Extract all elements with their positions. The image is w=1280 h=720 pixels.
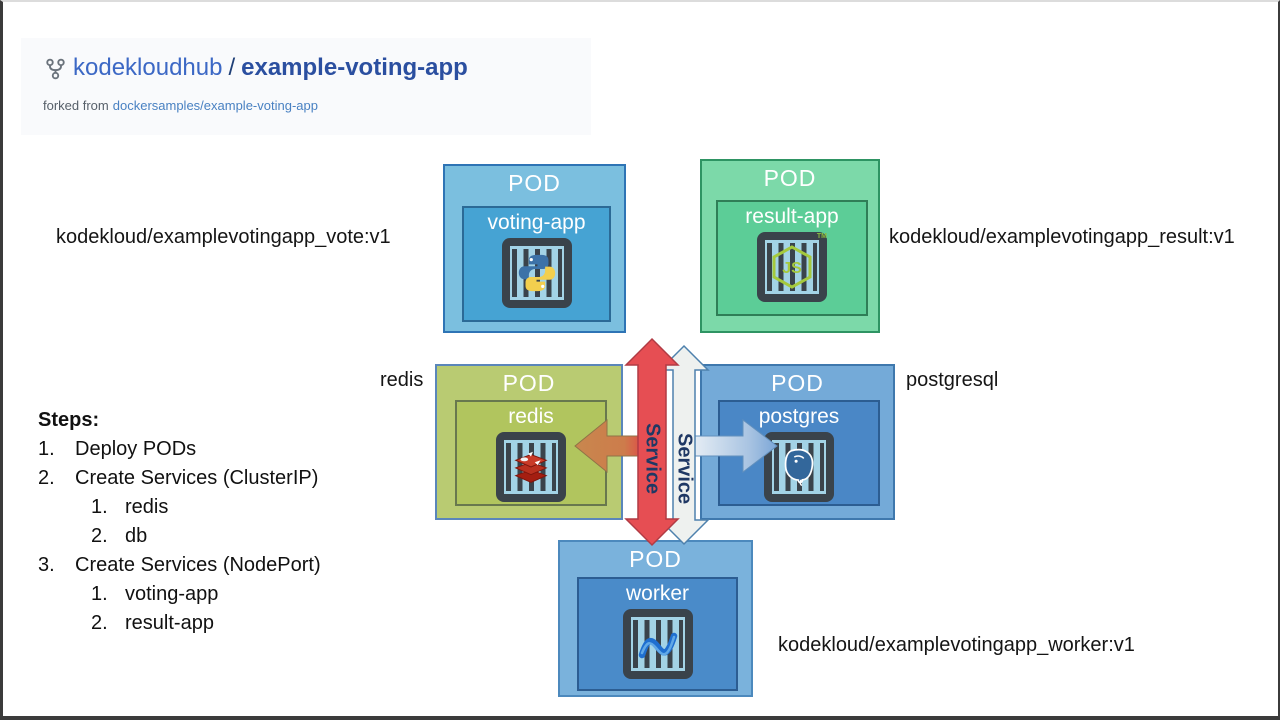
db-service-label: Service xyxy=(673,433,696,505)
repo-title: kodekloudhub/example-voting-app xyxy=(73,54,468,82)
dotnet-logo-icon xyxy=(638,632,677,659)
step-item: 1.Deploy PODs xyxy=(38,438,197,460)
pod-label: POD xyxy=(771,370,824,396)
postgresql-service-name-label: postgresql xyxy=(906,369,999,391)
container-name: voting-app xyxy=(487,211,586,234)
step-subitem: 1.voting-app xyxy=(91,583,219,605)
repo-fork-icon xyxy=(46,58,65,80)
trademark-mark: TM xyxy=(816,233,827,240)
redis-link-arrow xyxy=(574,418,657,474)
redis-service-arrow xyxy=(624,337,680,547)
forked-from-link[interactable]: dockersamples/example-voting-app xyxy=(112,98,318,113)
redis-container-icon xyxy=(496,432,566,502)
dotnet-container-icon xyxy=(622,609,693,679)
steps-title: Steps: xyxy=(38,409,100,431)
result-image-label: kodekloud/examplevotingapp_result:v1 xyxy=(889,226,1235,248)
pod-label: POD xyxy=(763,165,817,191)
container-name: postgres xyxy=(758,405,840,428)
worker-image-label: kodekloud/examplevotingapp_worker:v1 xyxy=(778,634,1135,656)
python-container-icon xyxy=(501,238,572,308)
pod-result-app: POD result-app JS TM xyxy=(700,159,880,333)
container-name: worker xyxy=(625,582,689,605)
repo-owner-link[interactable]: kodekloudhub xyxy=(73,54,223,81)
step-item: 3.Create Services (NodePort) xyxy=(38,554,321,576)
pod-redis: POD redis xyxy=(435,364,623,520)
container-name: redis xyxy=(508,405,554,428)
step-item: 2.Create Services (ClusterIP) xyxy=(38,467,319,489)
step-subitem: 1.redis xyxy=(91,496,169,518)
redis-logo-icon xyxy=(514,451,548,483)
postgresql-logo-icon xyxy=(784,448,814,487)
db-service-arrow xyxy=(658,344,710,546)
step-subitem: 2.db xyxy=(91,525,148,547)
pod-label: POD xyxy=(508,170,561,196)
python-logo-icon xyxy=(518,254,555,292)
repo-header-card: kodekloudhub/example-voting-app forked f… xyxy=(21,38,591,135)
redis-service-name-label: redis xyxy=(380,369,424,391)
pod-label: POD xyxy=(629,546,682,572)
redis-service-label: Service xyxy=(641,423,664,495)
repo-separator: / xyxy=(228,54,236,81)
vote-image-label: kodekloud/examplevotingapp_vote:v1 xyxy=(56,226,391,248)
container-name: result-app xyxy=(745,205,839,228)
nodejs-container-icon: JS TM xyxy=(757,232,827,302)
postgresql-container-icon xyxy=(764,432,834,502)
step-subitem: 2.result-app xyxy=(91,612,214,634)
pod-voting-app: POD voting-app xyxy=(443,164,626,333)
svg-text:JS: JS xyxy=(782,260,802,277)
repo-name-link[interactable]: example-voting-app xyxy=(241,54,468,81)
forked-from-prefix: forked from xyxy=(43,98,109,113)
nodejs-logo-icon: JS xyxy=(772,245,812,289)
pod-worker: POD worker xyxy=(558,540,753,697)
pod-label: POD xyxy=(502,370,556,396)
steps-list: Steps: 1.Deploy PODs 2.Create Services (… xyxy=(38,406,321,638)
